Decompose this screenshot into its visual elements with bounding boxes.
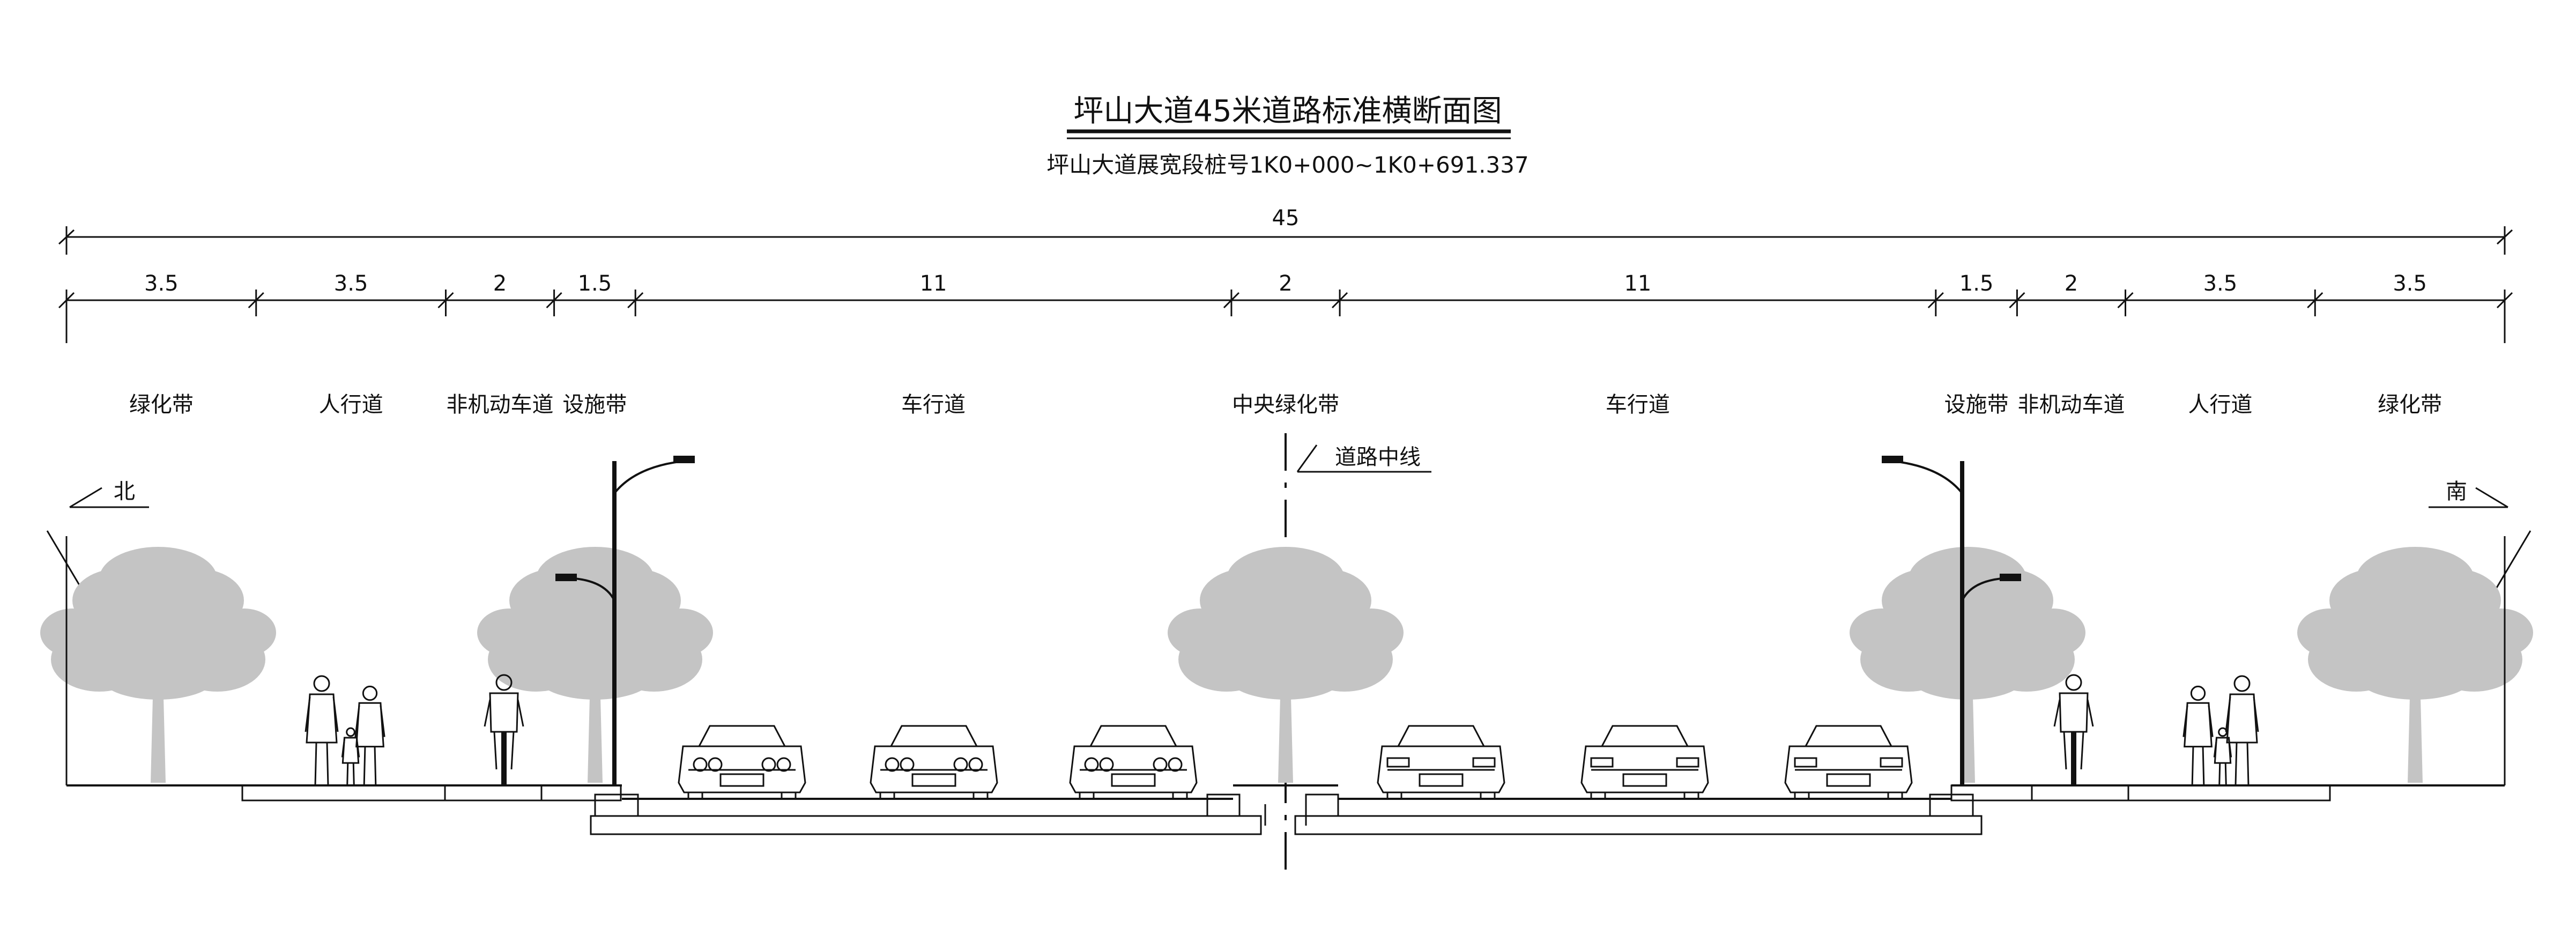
north-label: 北: [114, 479, 135, 504]
segment-label-4: 车行道: [901, 392, 966, 417]
segment-label-5: 中央绿化带: [1232, 392, 1339, 417]
centerline-label: 道路中线: [1335, 445, 1421, 470]
drawing-title: 坪山大道45米道路标准横断面图: [1073, 94, 1502, 129]
car-icon: [1377, 725, 1505, 800]
tree-icon: [40, 547, 276, 783]
segment-label-7: 设施带: [1944, 392, 2009, 417]
car-icon: [1580, 725, 1709, 800]
dimension-tick-7: [1927, 292, 1944, 309]
dimension-tick-8: [2009, 292, 2025, 309]
segment-width-3: 1.5: [578, 271, 612, 296]
road-structure: [65, 536, 2506, 835]
car-icon: [678, 725, 806, 800]
pedestrian-icon: [2182, 685, 2214, 786]
cyclist-icon: [2053, 674, 2094, 785]
street-light-icon: [1882, 456, 2021, 785]
total-dimension: 45: [58, 206, 2513, 255]
car-icon: [1784, 725, 1913, 800]
pedestrian-icon: [2225, 675, 2259, 786]
segment-label-1: 人行道: [319, 392, 383, 417]
segment-width-9: 3.5: [2203, 271, 2238, 296]
dimension-tick-3: [546, 292, 562, 309]
cyclist-icon: [484, 674, 524, 785]
segment-label-8: 非机动车道: [2017, 392, 2125, 417]
dimension-tick-11: [2496, 292, 2513, 309]
segment-width-8: 2: [2065, 271, 2078, 296]
segment-width-2: 2: [493, 271, 507, 296]
car-icon: [1069, 725, 1198, 800]
trees: [40, 547, 2533, 783]
south-label: 南: [2446, 479, 2467, 504]
pedestrian-icon: [305, 675, 339, 786]
segment-width-5: 2: [1279, 271, 1292, 296]
tree-icon: [1168, 547, 1404, 783]
pedestrian-icon: [341, 727, 360, 786]
dimension-tick-2: [437, 292, 454, 309]
dimension-tick-10: [2307, 292, 2323, 309]
dimension-tick-6: [1332, 292, 1348, 309]
pedestrians-and-cyclists: [305, 674, 2259, 786]
segment-label-2: 非机动车道: [447, 392, 554, 417]
segment-label-9: 人行道: [2188, 392, 2252, 417]
street-light-icon: [555, 456, 695, 785]
tree-icon: [1850, 547, 2085, 783]
segment-label-6: 车行道: [1606, 392, 1670, 417]
street-lights: [555, 456, 2021, 785]
segment-labels: 绿化带人行道非机动车道设施带车行道中央绿化带车行道设施带非机动车道人行道绿化带: [129, 392, 2442, 417]
segment-width-1: 3.5: [334, 271, 368, 296]
pedestrian-icon: [2213, 727, 2232, 786]
segment-width-4: 11: [920, 271, 947, 296]
pedestrian-icon: [354, 685, 385, 786]
segment-width-10: 3.5: [2393, 271, 2427, 296]
dimension-tick-5: [1223, 292, 1239, 309]
vehicles: [678, 725, 1913, 800]
south-marker: 南: [2429, 479, 2532, 595]
segment-width-0: 3.5: [144, 271, 179, 296]
segment-dimensions: 3.5 3.5 2 1.5 11 2 11 1.5 2 3.5 3.5: [58, 271, 2513, 343]
dimension-tick-4: [627, 292, 644, 309]
dimension-tick-9: [2117, 292, 2134, 309]
segment-label-10: 绿化带: [2378, 392, 2442, 417]
car-icon: [870, 725, 998, 800]
segment-label-3: 设施带: [562, 392, 627, 417]
drawing-subtitle: 坪山大道展宽段桩号1K0+000~1K0+691.337: [1046, 152, 1528, 178]
segment-width-6: 11: [1624, 271, 1651, 296]
total-width-label: 45: [1272, 206, 1300, 231]
segment-label-0: 绿化带: [129, 392, 194, 417]
dimension-tick-0: [58, 292, 75, 309]
segment-width-7: 1.5: [1959, 271, 1994, 296]
tree-icon: [2297, 547, 2533, 783]
tree-icon: [477, 547, 713, 783]
dimension-tick-1: [248, 292, 264, 309]
